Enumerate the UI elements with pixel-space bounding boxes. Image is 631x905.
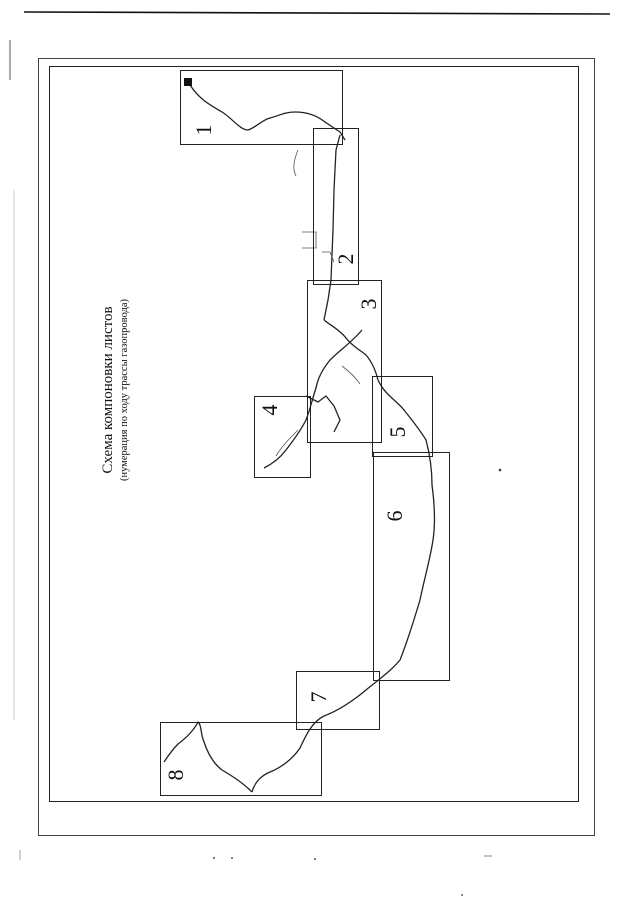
outer-frame	[38, 58, 595, 836]
inner-frame	[49, 66, 579, 802]
sheet-2-number: 2	[333, 253, 358, 265]
pipeline-start-marker	[184, 78, 192, 86]
sheet-7-number: 7	[306, 691, 331, 703]
sheet-3	[307, 280, 382, 443]
sheet-1	[180, 70, 343, 145]
sheet-4	[254, 396, 311, 478]
sheet-2	[313, 128, 359, 285]
sheet-5-number: 5	[385, 426, 410, 438]
sheet-6-number: 6	[382, 510, 407, 522]
sheet-5	[372, 376, 433, 457]
sheet-1-number: 1	[191, 124, 216, 136]
sheet-8	[160, 722, 322, 796]
sheet-3-number: 3	[356, 298, 381, 310]
sheet-7	[296, 671, 380, 730]
sheet-4-number: 4	[257, 404, 282, 416]
sheet-8-number: 8	[163, 769, 188, 781]
sheet-6	[373, 452, 450, 681]
